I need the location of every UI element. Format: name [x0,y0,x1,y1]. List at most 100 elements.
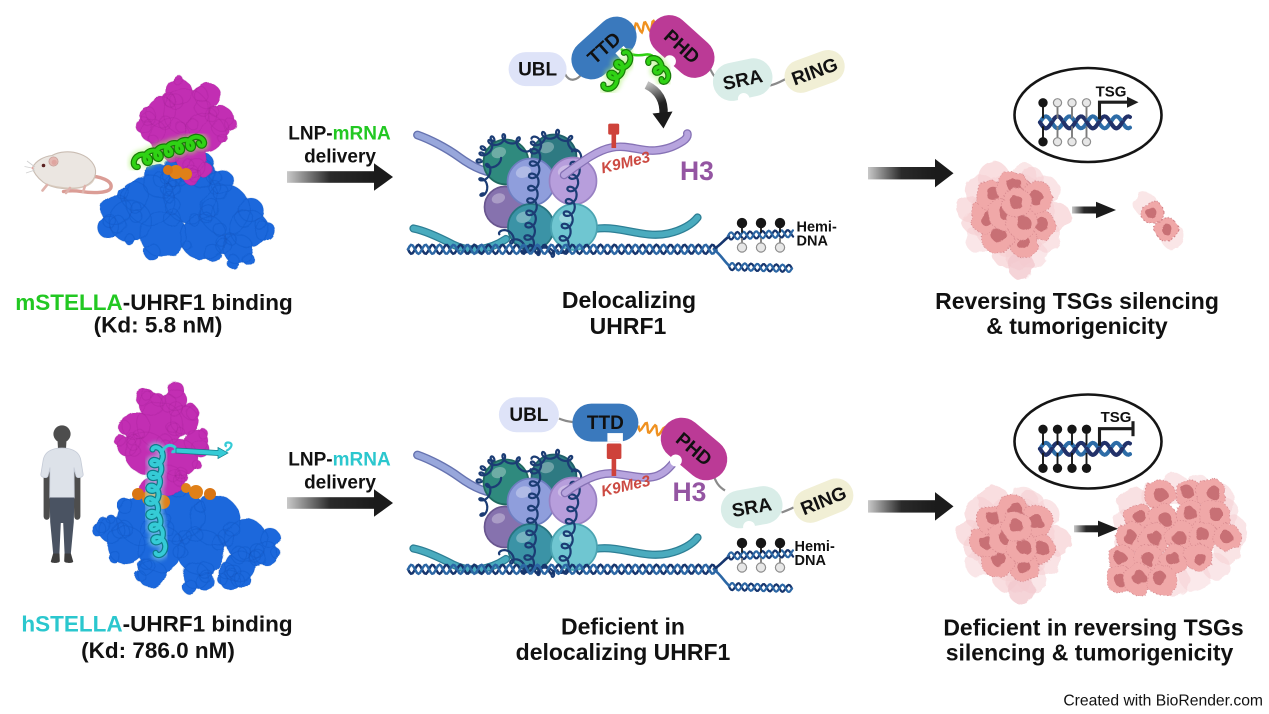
domain-phd-human: PHD [660,417,728,481]
mouse-tail [61,174,113,195]
mouse-inner-ear [51,159,57,165]
cpg-methyl [1067,98,1077,119]
tumor-cell [1001,511,1033,543]
hstella-helix [141,442,171,561]
uhrf1-surface-blue-h [91,480,282,595]
outcome-arrow-mouse [868,158,954,188]
domain-ubl-mouse: UBL [508,52,567,87]
domain-ring-human: RING [793,478,854,523]
mstella-helix-bound-2 [643,52,674,87]
h3-label: H3 [680,156,714,186]
cpg-methyl [1067,126,1077,147]
tumor-initial-mouse [956,161,1071,280]
biorender-credit: Created with BioRender.com [1063,693,1263,710]
hemi-dna-label-line2: DNA [797,234,829,250]
tumor-initial-human [956,485,1071,604]
domain-ring-mouse: RING [784,49,845,93]
hstella-accent: hSTELLA [21,612,122,637]
tsg-arrowhead-icon [1127,96,1139,108]
middle-caption-human-line1: Deficient in [561,614,685,640]
ttd-binding-notch [607,433,623,442]
delivery-label-human: delivery [304,473,376,494]
hemi-dna-label-line1: Hemi- [797,220,837,236]
sra-binding-notch [737,93,750,105]
lnp-delivery-arrow-mouse [287,163,393,191]
cpg-methyl [1081,452,1092,473]
cpg-methyl [1081,98,1092,119]
shrink-arrow-mouse [1072,201,1116,219]
k9me3-mark-bound [606,443,622,476]
domain-ttd-human: TTD [572,403,639,442]
chromatin-human [408,450,793,592]
tumor-cell [1198,499,1231,532]
cpg-methyl [1052,126,1063,147]
human-neck [57,440,67,449]
tsg-state-mouse: TSG [1013,66,1163,164]
outcome-caption-human-line1: Deficient in reversing TSGs [943,615,1243,641]
interface-orange [163,165,192,180]
sra-binding-notch [743,520,756,533]
linker-ttd-phd-orange [637,421,668,437]
tumor-cell [1154,217,1179,242]
cpg-methyl [1067,424,1077,445]
outcome-arrow-human [868,492,954,521]
row-mouse: mSTELLA-UHRF1 binding(Kd: 5.8 nM)LNP-mRN… [15,15,1219,339]
human-shoes [50,553,74,563]
tsg-transcription-arrow [1097,100,1127,120]
outcome-caption-mouse-line1: Reversing TSGs silencing [935,288,1219,314]
mouse-legs [41,183,87,195]
histone-tail-h3-human [560,455,681,498]
promoter-dna [1038,440,1132,457]
domain-sra-human: SRA [720,486,783,533]
linker-ubl-ttd [558,417,573,424]
tumor-cell [1164,520,1197,552]
domain-ubl-human: UBL [498,397,559,433]
mstella-helix [128,131,210,173]
tumor-cell [1184,543,1214,572]
binding-rest: -UHRF1 binding [123,612,293,637]
mstella-uhrf1-structure [96,74,276,270]
tsg-label: TSG [1096,84,1127,101]
cpg-methyl [1081,126,1092,147]
mstella-accent: mSTELLA [15,290,123,315]
binding-caption-mouse: mSTELLA-UHRF1 binding [15,290,293,315]
domain-ubl-human-label: UBL [509,405,548,426]
cpg-methyl [1038,126,1048,147]
kd-caption-mouse: (Kd: 5.8 nM) [94,313,223,338]
delocalize-arrow [644,81,673,129]
kd-caption-human: (Kd: 786.0 nM) [81,638,235,663]
outcome-caption-human-line2: silencing & tumorigenicity [946,640,1234,666]
cpg-methyl [1067,452,1077,473]
lnp-prefix: LNP- [288,124,332,145]
tumor-cell [1122,563,1155,595]
histone-tail-h3 [559,129,692,180]
cpg-methyl [1038,98,1048,119]
cpg-methyl [1038,452,1048,473]
tumor-grown-human [1105,473,1249,597]
mouse-nose [31,166,34,170]
delivery-label-mouse: delivery [304,147,376,168]
promoter-dna [1038,114,1132,131]
cpg-methyl [1052,424,1063,445]
binding-caption-human: hSTELLA-UHRF1 binding [21,612,292,637]
phd-binding-notch [669,454,682,467]
tsg-repressed-line [1097,427,1133,446]
mouse-body [31,151,97,190]
tumor-shrunken-mouse [1134,193,1185,249]
mouse-eye [41,163,46,168]
domain-ttd-mouse: TTD [571,16,637,80]
tumor-cell [1213,523,1242,552]
tumor-cell [1145,564,1178,597]
hemi-dna-label-line1: Hemi- [795,539,835,555]
human-head [53,425,71,443]
cpg-methyl [1081,424,1092,445]
cpg-methyl [1052,98,1063,119]
domain-sra-mouse: SRA [712,58,773,105]
hemi-dna-label-line2: DNA [795,553,827,569]
middle-caption-mouse-line1: Delocalizing [562,287,696,313]
